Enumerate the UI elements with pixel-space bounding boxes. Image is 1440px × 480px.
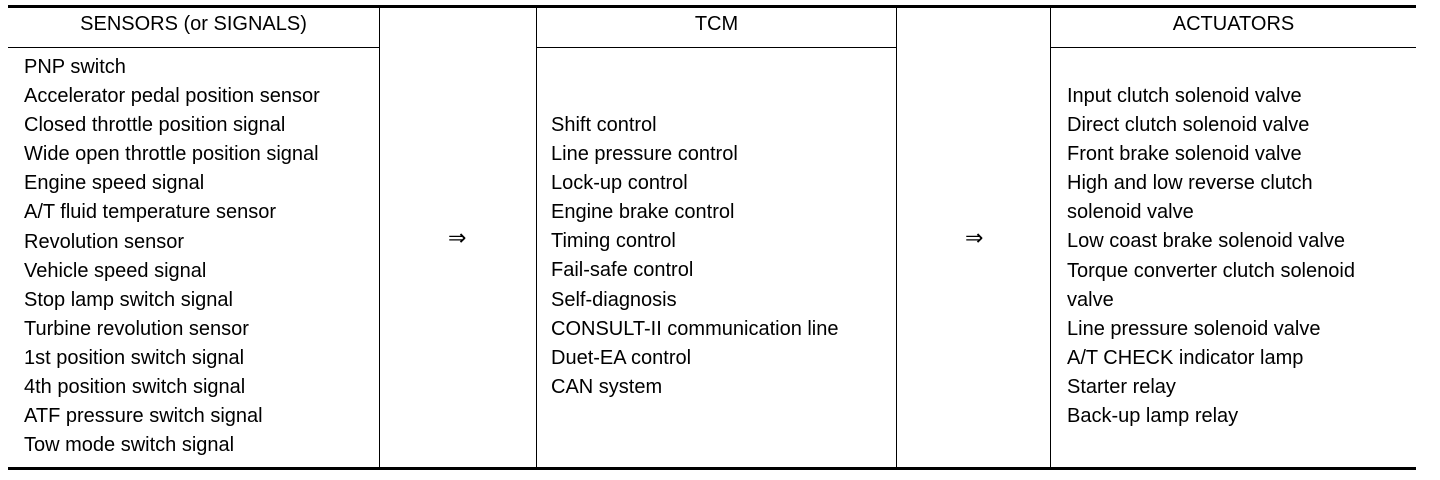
tcm-list: Shift control Line pressure control Lock… — [551, 111, 839, 402]
list-item: Accelerator pedal position sensor — [24, 85, 320, 108]
top-border — [8, 5, 1416, 8]
list-item: High and low reverse clutch — [1067, 172, 1313, 195]
header-rule-tcm — [536, 47, 897, 48]
actuators-list: Input clutch solenoid valve Direct clutc… — [1067, 82, 1355, 431]
column-divider-4 — [1050, 5, 1051, 468]
list-item: Revolution sensor — [24, 230, 185, 253]
list-item: Line pressure control — [551, 143, 738, 166]
list-item: Stop lamp switch signal — [24, 288, 233, 311]
list-item: valve — [1067, 288, 1114, 311]
list-item: A/T CHECK indicator lamp — [1067, 346, 1304, 369]
list-item: CAN system — [551, 375, 663, 398]
arrow-tcm-to-actuators: ⇒ — [965, 225, 984, 250]
list-item: solenoid valve — [1067, 201, 1194, 224]
list-item: Lock-up control — [551, 172, 688, 195]
list-item: PNP switch — [24, 56, 126, 78]
header-sensors: SENSORS (or SIGNALS) — [80, 12, 307, 35]
column-divider-1 — [379, 5, 380, 468]
list-item: Back-up lamp relay — [1067, 405, 1239, 428]
sensors-list: PNP switch Accelerator pedal position se… — [24, 53, 320, 460]
list-item: Torque converter clutch solenoid — [1067, 259, 1355, 282]
list-item: Turbine revolution sensor — [24, 317, 249, 340]
list-item: 4th position switch signal — [24, 376, 246, 399]
list-item: Direct clutch solenoid valve — [1067, 114, 1310, 137]
list-item: Tow mode switch signal — [24, 434, 235, 457]
list-item: Timing control — [551, 230, 676, 253]
list-item: Shift control — [551, 114, 657, 136]
list-item: Engine speed signal — [24, 172, 205, 195]
list-item: CONSULT-II communication line — [551, 317, 839, 340]
list-item: A/T fluid temperature sensor — [24, 201, 276, 224]
list-item: Self-diagnosis — [551, 288, 677, 311]
list-item: Starter relay — [1067, 375, 1176, 398]
list-item: 1st position switch signal — [24, 346, 245, 369]
list-item: Fail-safe control — [551, 259, 694, 282]
header-rule-sensors — [8, 47, 380, 48]
list-item: Engine brake control — [551, 201, 735, 224]
list-item: Closed throttle position signal — [24, 114, 286, 137]
arrow-sensors-to-tcm: ⇒ — [448, 225, 467, 250]
list-item: Wide open throttle position signal — [24, 143, 319, 166]
list-item: Line pressure solenoid valve — [1067, 317, 1321, 340]
header-rule-actuators — [1051, 47, 1416, 48]
header-actuators: ACTUATORS — [1172, 12, 1295, 35]
header-tcm: TCM — [694, 12, 739, 35]
list-item: Low coast brake solenoid valve — [1067, 230, 1345, 253]
list-item: Vehicle speed signal — [24, 259, 207, 282]
column-divider-3 — [896, 5, 897, 468]
list-item: Input clutch solenoid valve — [1067, 85, 1302, 107]
list-item: Front brake solenoid valve — [1067, 143, 1302, 166]
list-item: ATF pressure switch signal — [24, 405, 263, 428]
column-divider-2 — [536, 5, 537, 468]
list-item: Duet-EA control — [551, 346, 692, 369]
bottom-border — [8, 467, 1416, 470]
